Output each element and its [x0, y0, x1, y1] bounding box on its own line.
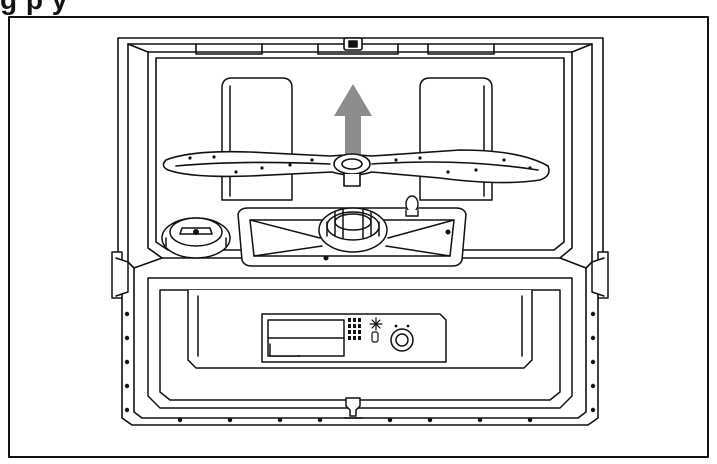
- sump-and-filter-area: [237, 207, 467, 267]
- upward-arrow-icon: [334, 84, 372, 160]
- lower-spray-arm: [162, 149, 550, 187]
- right-door-hinge: [591, 251, 609, 299]
- rinse-aid-dial: [390, 324, 414, 352]
- rinse-aid-nozzle: [405, 195, 419, 217]
- frame-screws: [124, 311, 596, 423]
- left-door-hinge: [111, 251, 129, 299]
- rinse-aid-symbol-icon: [369, 317, 383, 343]
- detergent-dispenser: [261, 313, 447, 363]
- salt-container-cap: [161, 217, 231, 259]
- cropped-heading-text: g p y: [0, 0, 68, 14]
- door-bottom-latch: [343, 397, 363, 419]
